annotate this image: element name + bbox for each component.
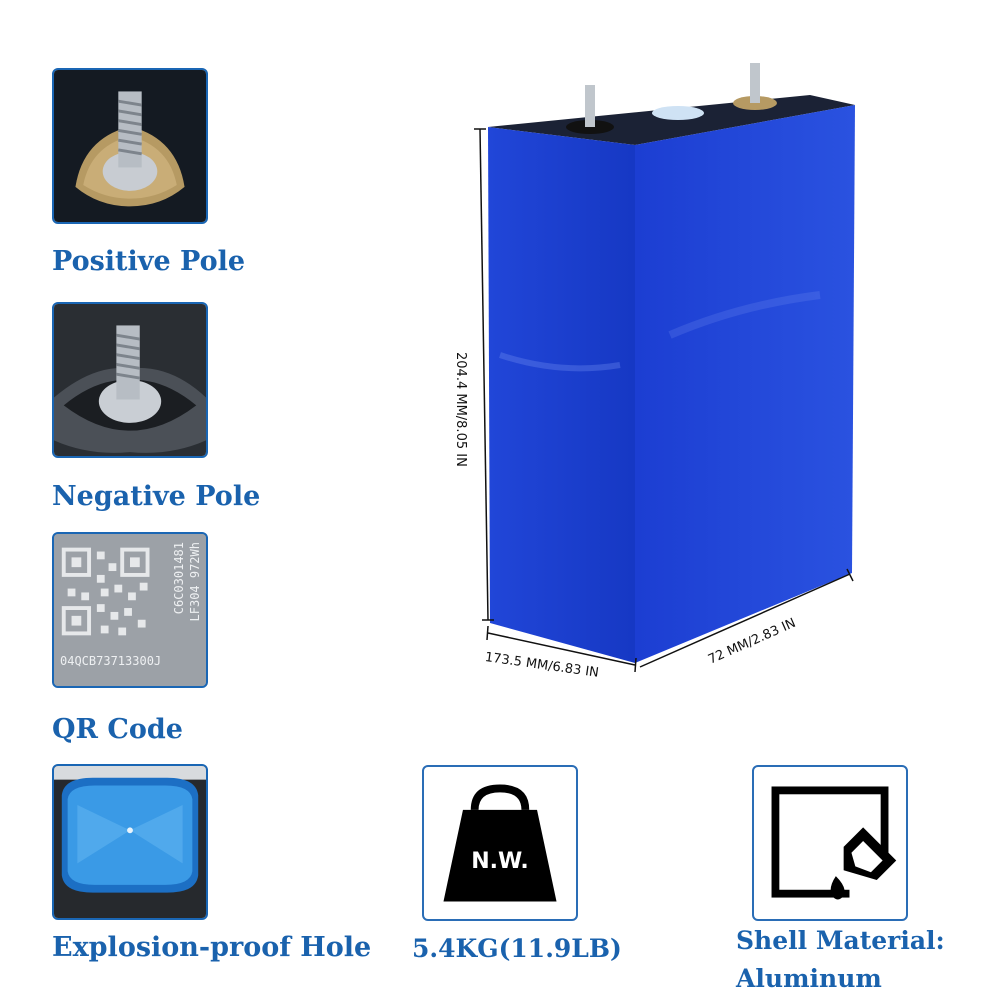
qr-code-image: C6C0301481 LF304 972Wh 04QCB73713300J bbox=[52, 532, 208, 688]
positive-pole-label: Positive Pole bbox=[52, 246, 246, 277]
weight-icon bbox=[443, 784, 557, 902]
negative-pole-label: Negative Pole bbox=[52, 481, 261, 512]
qr-text-line1: C6C0301481 bbox=[172, 542, 186, 615]
explosion-proof-vent-icon bbox=[54, 766, 206, 918]
material-line2: Aluminum bbox=[736, 964, 882, 993]
material-line1: Shell Material: bbox=[736, 926, 945, 955]
height-dimension-label: 204.4 MM/8.05 IN bbox=[453, 352, 468, 467]
negative-pole-image bbox=[52, 302, 208, 458]
weight-badge-text: N.W. bbox=[471, 849, 529, 874]
weight-value: 5.4KG(11.9LB) bbox=[412, 934, 622, 963]
negative-pole-icon bbox=[54, 304, 206, 456]
qr-code-label: QR Code bbox=[52, 714, 183, 745]
material-icon-box bbox=[752, 765, 908, 921]
qr-text-line3: 04QCB73713300J bbox=[60, 654, 162, 668]
material-paint-icon bbox=[771, 786, 897, 908]
explosion-proof-hole-label: Explosion-proof Hole bbox=[52, 932, 372, 963]
explosion-proof-hole-image bbox=[52, 764, 208, 920]
battery-cell-illustration bbox=[474, 63, 855, 673]
positive-pole-icon bbox=[54, 70, 206, 222]
qr-code-icon bbox=[54, 534, 206, 686]
positive-pole-image bbox=[52, 68, 208, 224]
qr-text-line2: LF304 972Wh bbox=[188, 542, 202, 622]
weight-icon-box: N.W. bbox=[422, 765, 578, 921]
